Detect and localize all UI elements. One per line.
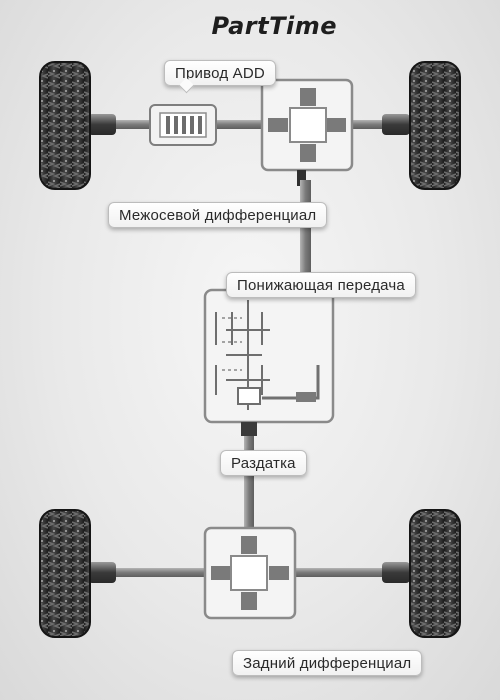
rear-left-tire: [39, 509, 91, 638]
rear-propeller-shaft: [241, 422, 257, 536]
label-low-gear-text: Понижающая передача: [237, 277, 405, 294]
front-right-tire: [409, 61, 461, 190]
rear-right-cv-boot: [382, 562, 410, 583]
front-left-cv-boot: [88, 114, 116, 135]
label-transfer-case-text: Раздатка: [231, 455, 296, 472]
front-differential: [260, 78, 354, 172]
label-rear-differential: Задний дифференциал: [232, 650, 423, 676]
front-axle: [39, 61, 461, 190]
label-center-differential: Межосевой дифференциал: [108, 202, 328, 228]
rear-left-cv-boot: [88, 562, 116, 583]
label-center-differential-text: Межосевой дифференциал: [119, 207, 317, 224]
rear-axle: [39, 509, 461, 638]
front-left-tire: [39, 61, 91, 190]
diagram-title: PartTime: [211, 12, 337, 40]
label-low-gear: Понижающая передача: [226, 272, 416, 298]
label-transfer-case: Раздатка: [220, 450, 307, 476]
rear-differential: [203, 526, 297, 620]
transfer-case: [203, 288, 335, 424]
add-coupling: [149, 104, 217, 146]
rear-right-tire: [409, 509, 461, 638]
front-axle-shaft: [90, 120, 410, 129]
front-right-cv-boot: [382, 114, 410, 135]
label-add-drive: Привод ADD: [164, 60, 276, 94]
label-rear-differential-text: Задний дифференциал: [243, 655, 412, 672]
label-add-drive-text: Привод ADD: [175, 65, 265, 82]
